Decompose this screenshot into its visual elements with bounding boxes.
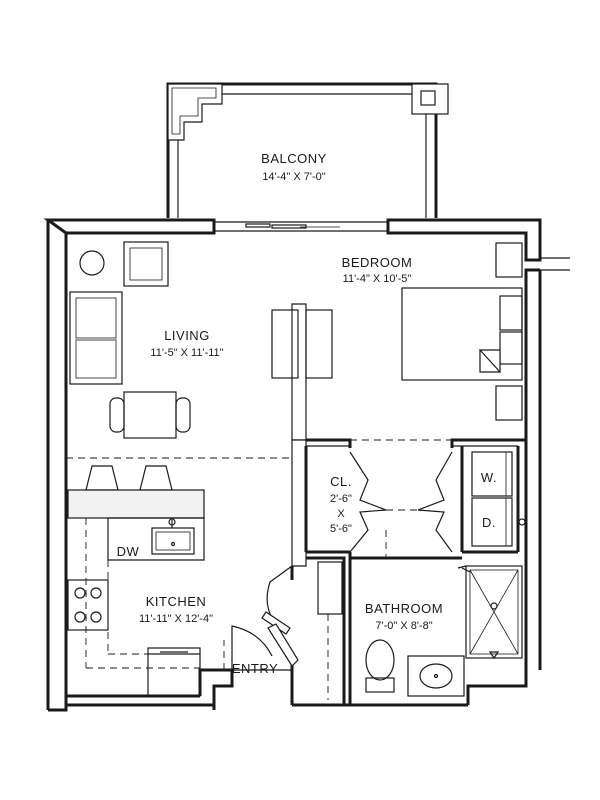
living-dims: 11'-5" X 11'-11" — [150, 347, 223, 359]
closet-dim2: 5'-6" — [330, 523, 352, 535]
bathroom-label: BATHROOM — [365, 601, 443, 616]
kitchen-label: KITCHEN — [146, 594, 207, 609]
dryer — [471, 497, 513, 547]
stool-right — [139, 465, 173, 491]
interior-walls — [290, 303, 526, 705]
exterior-walls — [43, 218, 570, 712]
balcony-label: BALCONY — [261, 151, 327, 166]
entry-label: ENTRY — [232, 661, 278, 676]
sink — [151, 527, 195, 555]
bathroom-fixtures — [365, 565, 523, 697]
refrigerator — [147, 647, 201, 697]
island-bar — [67, 489, 205, 519]
living-label: LIVING — [164, 328, 210, 343]
armchair — [123, 241, 169, 287]
closet-label: CL. — [330, 474, 352, 489]
bed — [401, 287, 523, 381]
bedroom-dims: 11'-4" X 10'-5" — [343, 273, 412, 285]
dining-table — [123, 391, 177, 439]
bedroom-furniture — [271, 242, 523, 421]
sofa — [69, 291, 123, 385]
hall-closet — [317, 561, 343, 700]
dresser-left — [271, 309, 299, 379]
dryer-label: D. — [482, 515, 496, 530]
sliding-door — [214, 221, 388, 232]
stool-left — [85, 465, 119, 491]
living-furniture — [66, 241, 292, 459]
balcony-dims: 14'-4" X 7'-0" — [262, 171, 325, 183]
nightstand-top — [495, 242, 523, 278]
closet-doors — [349, 451, 453, 558]
toilet — [365, 639, 395, 693]
closet-dim1: 2'-6" — [330, 493, 352, 505]
bedroom-label: BEDROOM — [342, 255, 413, 270]
kitchen-fixtures — [67, 465, 225, 697]
nightstand-bottom — [495, 385, 523, 421]
vanity — [407, 655, 465, 697]
plant — [79, 250, 105, 276]
balcony-post-left — [167, 83, 223, 141]
stove — [67, 579, 109, 631]
laundry — [471, 451, 526, 547]
bathroom-dims: 7'-0" X 8'-8" — [375, 620, 432, 632]
washer — [471, 451, 513, 497]
kitchen-dims: 11'-11" X 12'-4" — [139, 613, 213, 625]
dresser-right — [305, 309, 333, 379]
closet-x: X — [337, 508, 345, 520]
dishwasher-label: DW — [117, 544, 140, 559]
balcony-post-right — [411, 83, 449, 115]
balcony-structure — [166, 82, 449, 218]
washer-label: W. — [481, 470, 497, 485]
entry-door — [231, 565, 299, 671]
